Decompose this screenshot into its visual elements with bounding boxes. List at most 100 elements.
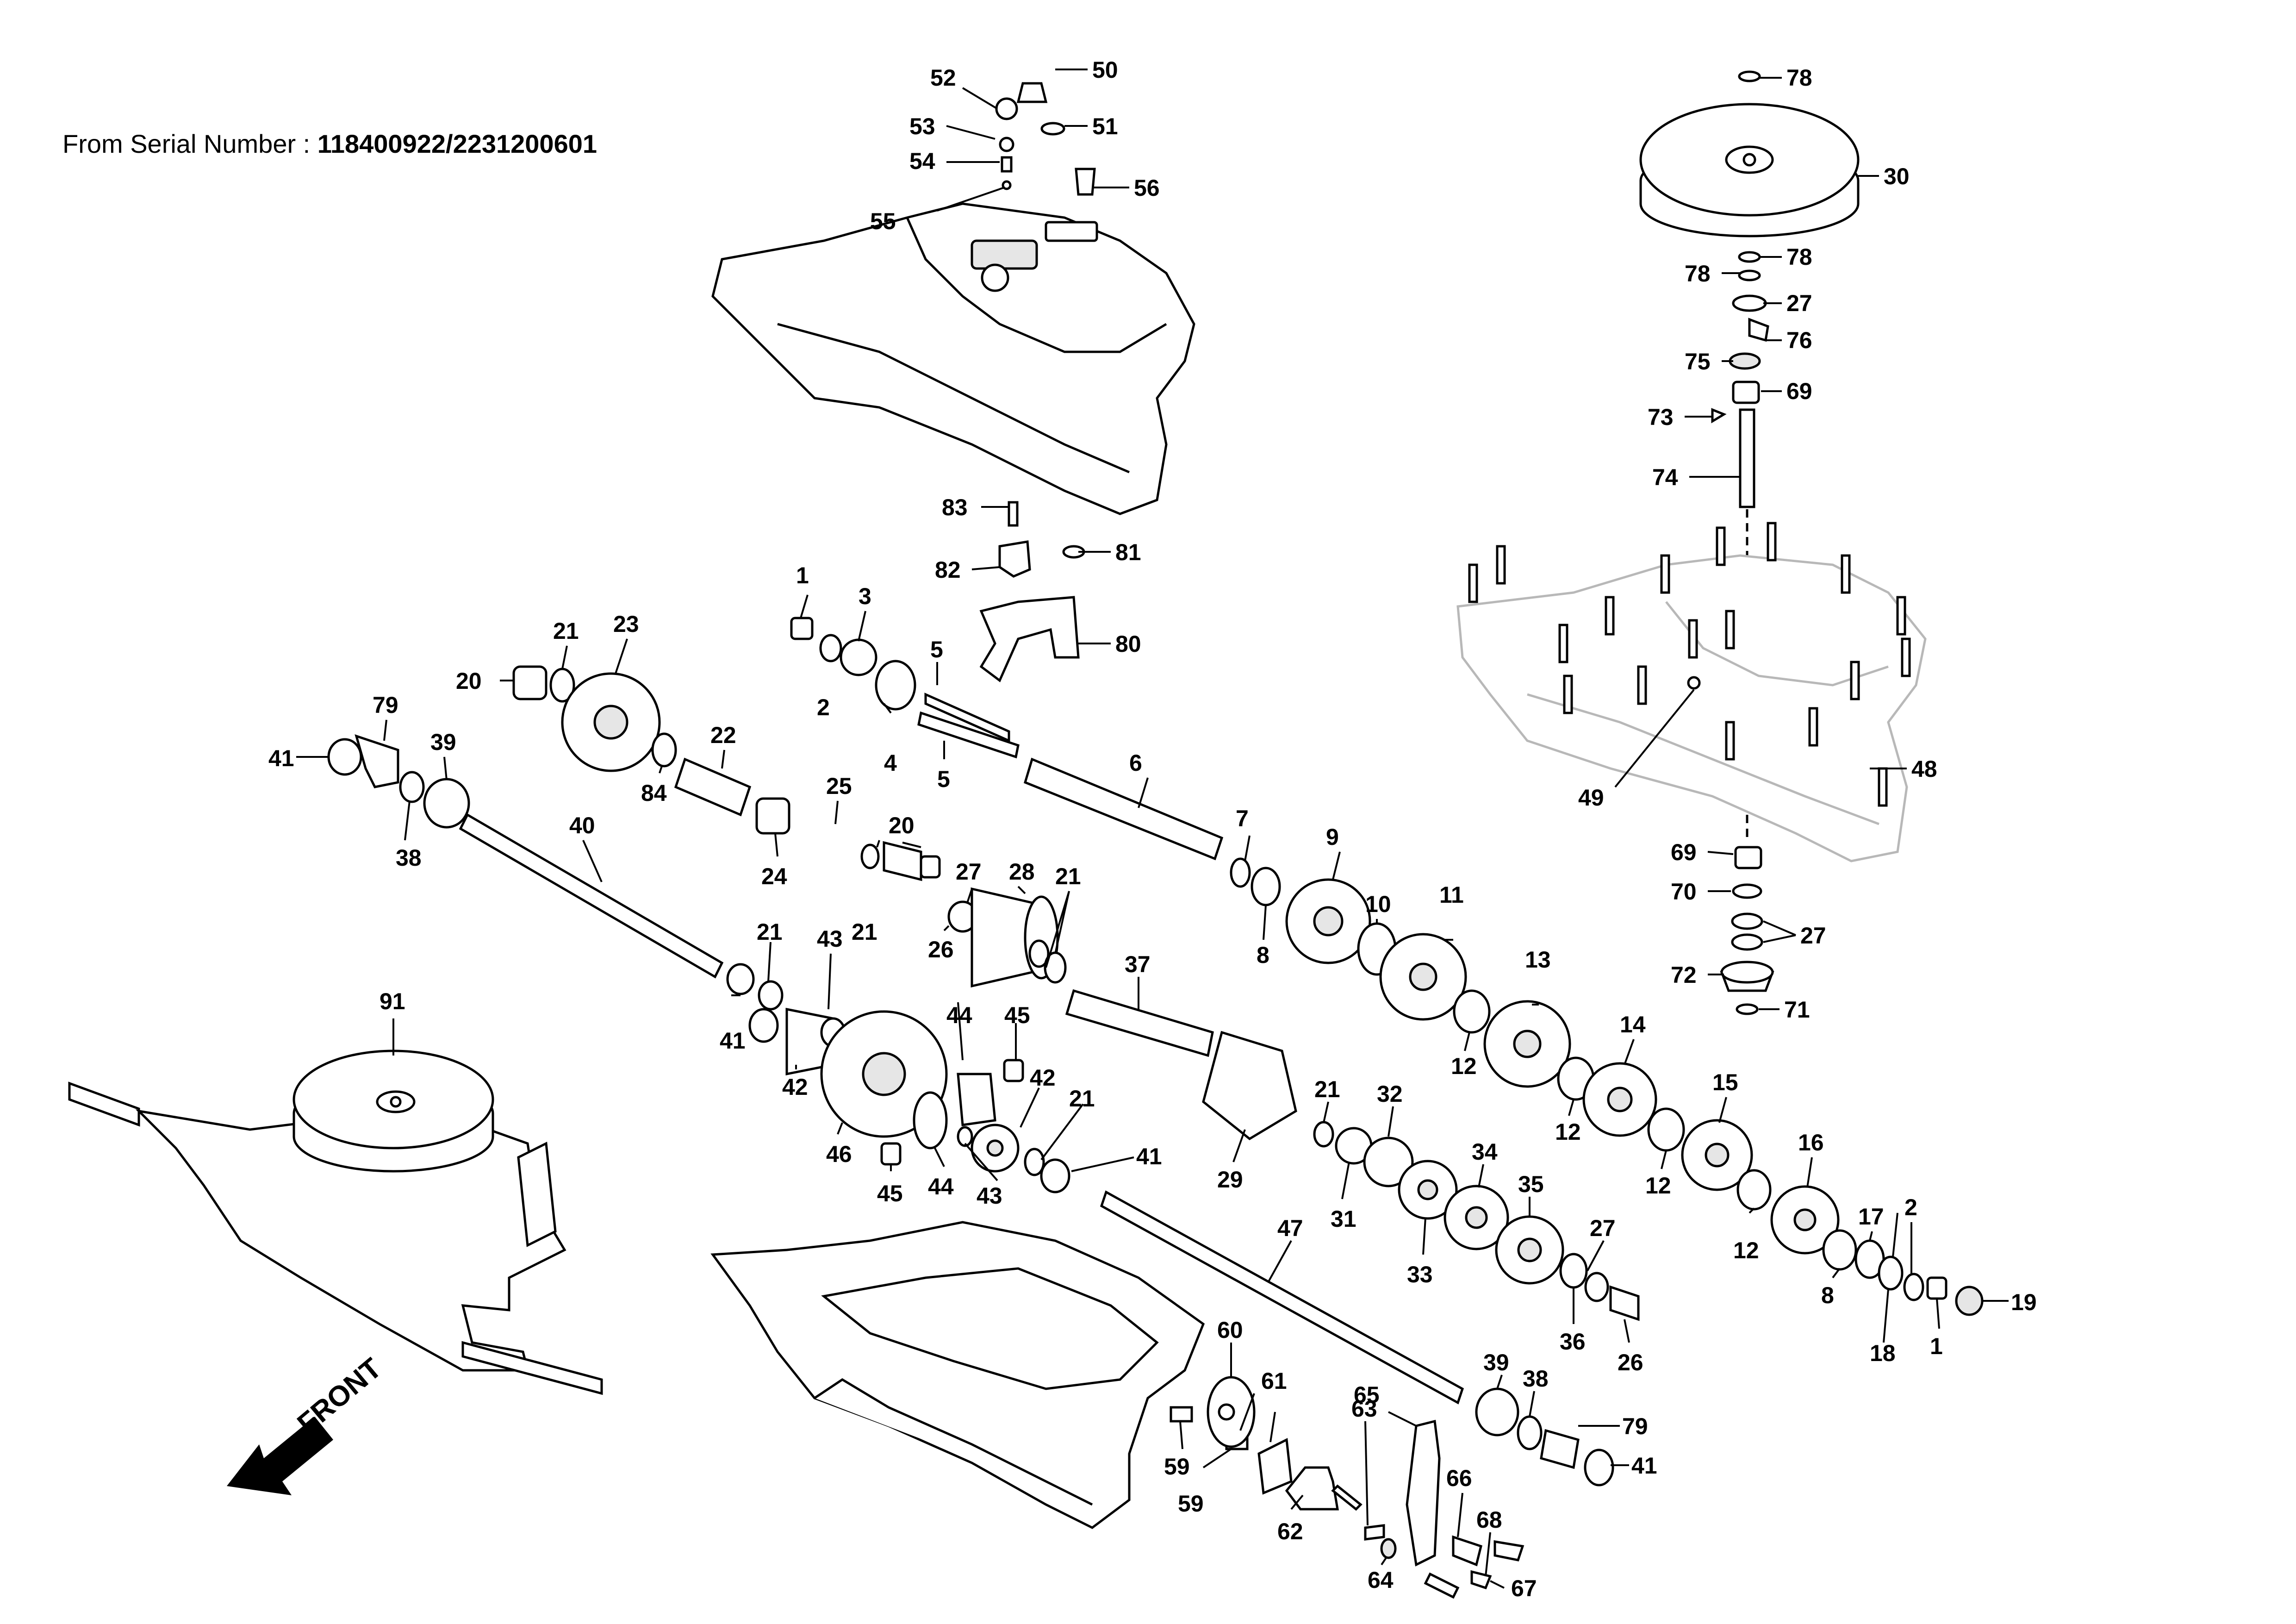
part-label-68: 68 (1476, 1507, 1502, 1533)
part-label-63: 63 (1351, 1396, 1377, 1422)
part-label-17: 17 (1858, 1204, 1884, 1230)
part-label-78-right: 78 (1786, 244, 1812, 270)
part-label-53: 53 (909, 113, 935, 139)
front-arrow-icon (227, 1417, 333, 1495)
part-label-2-top: 2 (817, 694, 830, 720)
part-label-62: 62 (1277, 1518, 1303, 1544)
gear-23-group-drawing (512, 665, 790, 835)
part-label-22: 22 (710, 722, 736, 748)
part-label-9: 9 (1326, 824, 1339, 850)
part-label-52: 52 (930, 65, 956, 91)
part-label-84: 84 (641, 780, 667, 806)
part-label-20-top: 20 (456, 668, 482, 694)
part-label-19: 19 (2011, 1289, 2037, 1315)
housing-bolts-drawing (1468, 522, 1911, 807)
part-label-79-left: 79 (373, 692, 398, 718)
part-label-31: 31 (1331, 1206, 1356, 1232)
part-label-61: 61 (1261, 1368, 1287, 1394)
part-label-60: 60 (1217, 1317, 1243, 1343)
part-label-65: 65 (1354, 1382, 1380, 1408)
part-label-59-upper: 59 (1164, 1454, 1190, 1480)
part-label-73: 73 (1648, 404, 1674, 430)
part-label-3: 3 (859, 583, 871, 609)
part-label-30: 30 (1884, 163, 1910, 189)
part-label-83: 83 (942, 494, 968, 520)
serial-number-value: 118400922/2231200601 (317, 129, 597, 158)
lower-housing-drawing (710, 1221, 1205, 1529)
part-label-21-c: 21 (1055, 863, 1081, 889)
assembled-transaxle-drawing (68, 1049, 603, 1395)
part-label-81: 81 (1115, 539, 1141, 565)
part-label-59-lower: 59 (1178, 1491, 1204, 1517)
part-label-12-a: 12 (1451, 1053, 1477, 1079)
part-label-43-bottom: 43 (977, 1183, 1002, 1209)
part-label-91: 91 (380, 988, 405, 1014)
part-label-46: 46 (826, 1141, 852, 1167)
part-label-5-top: 5 (930, 637, 943, 662)
part-label-10: 10 (1365, 891, 1391, 917)
part-label-41-mid: 41 (720, 1028, 746, 1054)
gears-9-to-19-drawing (1285, 878, 1984, 1316)
part-label-49: 49 (1578, 785, 1604, 811)
part-label-74: 74 (1652, 464, 1678, 490)
front-direction-label: FRONT (292, 1352, 388, 1440)
part-label-43-top: 43 (817, 926, 843, 952)
part-label-35: 35 (1518, 1171, 1544, 1197)
lower-shaft-parts-drawing (1720, 846, 1774, 1015)
part-label-1-top: 1 (796, 562, 809, 588)
part-label-76: 76 (1786, 327, 1812, 353)
part-label-21-a: 21 (553, 618, 579, 644)
small-parts-top (995, 82, 1096, 196)
part-label-82: 82 (935, 557, 961, 583)
part-label-41-left: 41 (268, 745, 294, 771)
part-label-27-right: 27 (1800, 923, 1826, 949)
part-label-72: 72 (1671, 962, 1697, 988)
lever-parts-drawing (1170, 1376, 1524, 1599)
shaft-47-assembly-drawing (1100, 1190, 1614, 1487)
part-label-29: 29 (1217, 1167, 1243, 1193)
part-label-21-d: 21 (757, 919, 783, 945)
serial-number-prefix: From Serial Number : (62, 129, 317, 158)
pulley-drawing (1639, 70, 1860, 508)
part-label-4: 4 (884, 750, 897, 776)
part-label-40: 40 (569, 812, 595, 838)
part-label-2-right: 2 (1904, 1194, 1917, 1220)
part-label-79-right: 79 (1622, 1413, 1648, 1439)
part-label-45-top: 45 (1004, 1002, 1030, 1028)
part-label-44-top: 44 (946, 1002, 972, 1028)
part-label-39-top: 39 (430, 729, 456, 755)
part-label-66: 66 (1446, 1465, 1472, 1491)
shift-fork-parts-drawing (979, 501, 1085, 682)
part-label-42-left: 42 (782, 1074, 808, 1100)
part-label-18: 18 (1870, 1340, 1896, 1366)
part-label-11: 11 (1439, 882, 1464, 908)
part-label-12-b: 12 (1555, 1119, 1581, 1145)
part-label-38-bottom: 38 (1523, 1366, 1549, 1392)
part-label-38-top: 38 (396, 845, 422, 871)
part-label-5-bottom: 5 (937, 766, 950, 792)
part-label-69-top: 69 (1786, 378, 1812, 404)
part-label-71: 71 (1784, 997, 1810, 1023)
gears-31-36-drawing (1313, 1121, 1640, 1321)
part-number-labels: 50 52 53 51 54 56 55 83 82 81 80 78 30 7… (268, 57, 2037, 1601)
part-label-34: 34 (1472, 1139, 1498, 1165)
part-label-21-b: 21 (852, 919, 877, 945)
shaft-40-assembly-drawing (327, 734, 784, 1011)
part-label-21-e: 21 (1069, 1086, 1095, 1112)
ghost-housing-drawing (1456, 554, 1927, 862)
part-label-26-bottom: 26 (1618, 1349, 1643, 1375)
part-label-24: 24 (761, 863, 787, 889)
upper-shaft-1-8-drawing (790, 617, 1281, 906)
part-label-23: 23 (613, 611, 639, 637)
part-label-15: 15 (1712, 1069, 1738, 1095)
upper-housing-drawing (711, 202, 1195, 515)
part-label-26-top: 26 (928, 937, 954, 962)
part-label-8-bottom: 8 (1821, 1282, 1834, 1308)
part-label-64: 64 (1368, 1567, 1394, 1593)
part-label-67: 67 (1511, 1575, 1537, 1601)
part-label-39-bottom: 39 (1483, 1349, 1509, 1375)
part-label-78-left: 78 (1685, 261, 1711, 287)
part-label-6: 6 (1129, 750, 1142, 776)
part-label-47: 47 (1277, 1215, 1303, 1241)
